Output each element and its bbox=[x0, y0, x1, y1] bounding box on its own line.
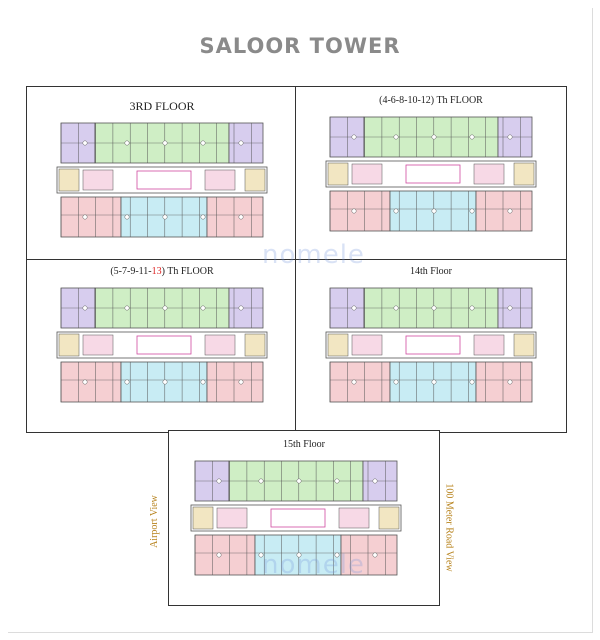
staircase bbox=[244, 168, 266, 192]
panel-title-highlight: 13 bbox=[151, 266, 162, 277]
floor-plan-drawing bbox=[189, 459, 403, 579]
plan-svg bbox=[325, 116, 537, 232]
side-label-road-view: 100 Meter Road View bbox=[443, 483, 455, 572]
staircase bbox=[58, 168, 80, 192]
panel-title-part: ) Th FLOOR bbox=[161, 266, 214, 277]
floor-plan-panel-3rd: 3RD FLOOR bbox=[26, 86, 298, 262]
floor-plan-drawing bbox=[55, 121, 269, 241]
apartment-block bbox=[340, 534, 398, 576]
staircase bbox=[244, 333, 266, 357]
staircase bbox=[192, 506, 214, 530]
lift-lobby bbox=[82, 169, 114, 191]
floor-plan-drawing bbox=[324, 115, 538, 235]
apartment-block bbox=[329, 190, 391, 232]
plan-svg bbox=[325, 287, 537, 403]
lift-lobby bbox=[82, 334, 114, 356]
plan-svg bbox=[56, 122, 268, 238]
panel-title-3rd: 3RD FLOOR bbox=[129, 99, 195, 113]
lift-lobby bbox=[351, 163, 383, 185]
floor-plan-panel-5-7-9-11-13: (5-7-9-11-13) Th FLOOR bbox=[26, 259, 298, 433]
panel-title-part: (5-7-9-11- bbox=[110, 266, 152, 277]
panel-title-14th: 14th Floor bbox=[410, 266, 452, 277]
lift-lobby bbox=[351, 334, 383, 356]
floor-plan-drawing bbox=[55, 286, 269, 406]
lift-lobby bbox=[204, 169, 236, 191]
panel-title-15th: 15th Floor bbox=[283, 439, 325, 450]
apartment-block bbox=[194, 534, 256, 576]
apartment-block bbox=[206, 196, 264, 238]
panel-title-4-6-8-10-12: (4-6-8-10-12) Th FLOOR bbox=[379, 95, 483, 106]
lift-lobby bbox=[473, 163, 505, 185]
apartment-block bbox=[475, 361, 533, 403]
apartment-block bbox=[60, 196, 122, 238]
apartment-block bbox=[60, 361, 122, 403]
apartment-block bbox=[475, 190, 533, 232]
page-frame bbox=[8, 8, 593, 633]
plan-svg bbox=[56, 287, 268, 403]
floor-plan-drawing bbox=[324, 286, 538, 406]
central-void bbox=[136, 170, 192, 190]
staircase bbox=[58, 333, 80, 357]
plan-svg bbox=[190, 460, 402, 576]
apartment-block bbox=[206, 361, 264, 403]
central-void bbox=[405, 164, 461, 184]
lift-lobby bbox=[216, 507, 248, 529]
apartment-block bbox=[329, 361, 391, 403]
floor-plan-panel-4-6-8-10-12: (4-6-8-10-12) Th FLOOR bbox=[295, 86, 567, 262]
panel-title-5-7-9-11-13: (5-7-9-11-13) Th FLOOR bbox=[27, 266, 297, 277]
watermark-text: nomele bbox=[262, 240, 365, 270]
staircase bbox=[327, 162, 349, 186]
side-label-airport-view: Airport View bbox=[148, 495, 160, 548]
central-void bbox=[270, 508, 326, 528]
central-void bbox=[405, 335, 461, 355]
lift-lobby bbox=[473, 334, 505, 356]
staircase bbox=[378, 506, 400, 530]
floor-plan-panel-15th: 15th Floor bbox=[168, 430, 440, 606]
staircase bbox=[513, 333, 535, 357]
page-title: SALOOR TOWER bbox=[199, 34, 401, 58]
lift-lobby bbox=[338, 507, 370, 529]
staircase bbox=[327, 333, 349, 357]
lift-lobby bbox=[204, 334, 236, 356]
floor-plan-panel-14th: 14th Floor bbox=[295, 259, 567, 433]
staircase bbox=[513, 162, 535, 186]
watermark-text: nomele bbox=[262, 550, 365, 580]
central-void bbox=[136, 335, 192, 355]
